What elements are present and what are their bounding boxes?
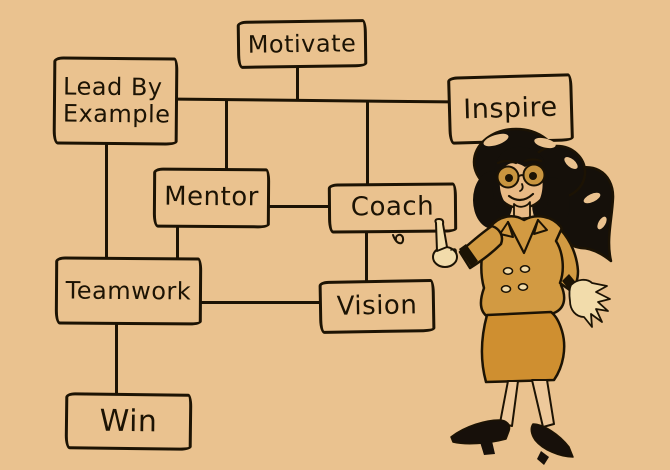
hair-highlight (583, 192, 601, 204)
node-motivate-label: Motivate (247, 28, 357, 59)
hair-fringe (494, 146, 547, 176)
node-teamwork-label: Teamwork (65, 276, 192, 306)
hair-highlight (564, 157, 578, 169)
smile (507, 192, 535, 202)
edge-coach-vision (365, 231, 368, 282)
node-mentor-label: Mentor (164, 182, 259, 213)
right-eye (529, 172, 537, 180)
node-teamwork: Teamwork (54, 256, 203, 326)
skirt (480, 310, 566, 384)
jacket-button (502, 267, 514, 275)
jacket-button (519, 265, 531, 273)
right-leg (531, 379, 555, 428)
left-leg (499, 380, 519, 427)
edge-mentor-teamwork (176, 226, 179, 259)
right-eyebrow (523, 158, 543, 163)
hair-highlight (534, 137, 556, 149)
hair-highlight (597, 216, 607, 230)
right-shoe-heel (537, 451, 549, 465)
left-shoe (450, 419, 511, 445)
open-hand (568, 278, 611, 328)
left-cuff (459, 244, 478, 267)
jacket-button (517, 283, 529, 291)
glasses-bridge (517, 174, 525, 178)
jacket-collar-right (533, 219, 548, 235)
left-shoe-heel (480, 441, 495, 455)
edge-leadbyexample-inspire (177, 97, 451, 104)
jacket-collar-left (499, 221, 514, 238)
edge-teamwork-win (115, 324, 118, 395)
node-win-label: Win (99, 403, 158, 440)
node-lead-by-example: Lead By Example (52, 56, 179, 146)
node-mentor: Mentor (152, 167, 271, 229)
node-vision-label: Vision (336, 290, 418, 322)
left-eye (505, 174, 513, 182)
node-lead-by-example-label: Lead By Example (62, 72, 171, 129)
pointing-finger (434, 218, 448, 252)
edge-teamwork-vision (200, 301, 321, 304)
businesswoman-character (432, 127, 615, 465)
edge-mentor-coach (268, 205, 330, 208)
node-vision: Vision (318, 278, 436, 335)
hair-lock-left (492, 174, 506, 213)
jacket-lapel-lines (506, 218, 540, 255)
edge-mainline-coach (366, 100, 369, 185)
hair-lock-right (539, 169, 550, 210)
node-win: Win (64, 392, 193, 451)
hair-highlight (483, 133, 509, 147)
node-motivate: Motivate (236, 19, 368, 69)
nose (519, 183, 524, 192)
thumb-line (450, 248, 457, 254)
left-eyebrow (496, 159, 518, 165)
jacket-button (500, 285, 512, 293)
edge-motivate-mainline (296, 67, 299, 101)
right-shoe (530, 423, 574, 458)
pen-squiggle (392, 233, 405, 245)
edge-leadbyexample-teamwork (105, 144, 108, 259)
edge-mainline-mentor (225, 100, 228, 170)
